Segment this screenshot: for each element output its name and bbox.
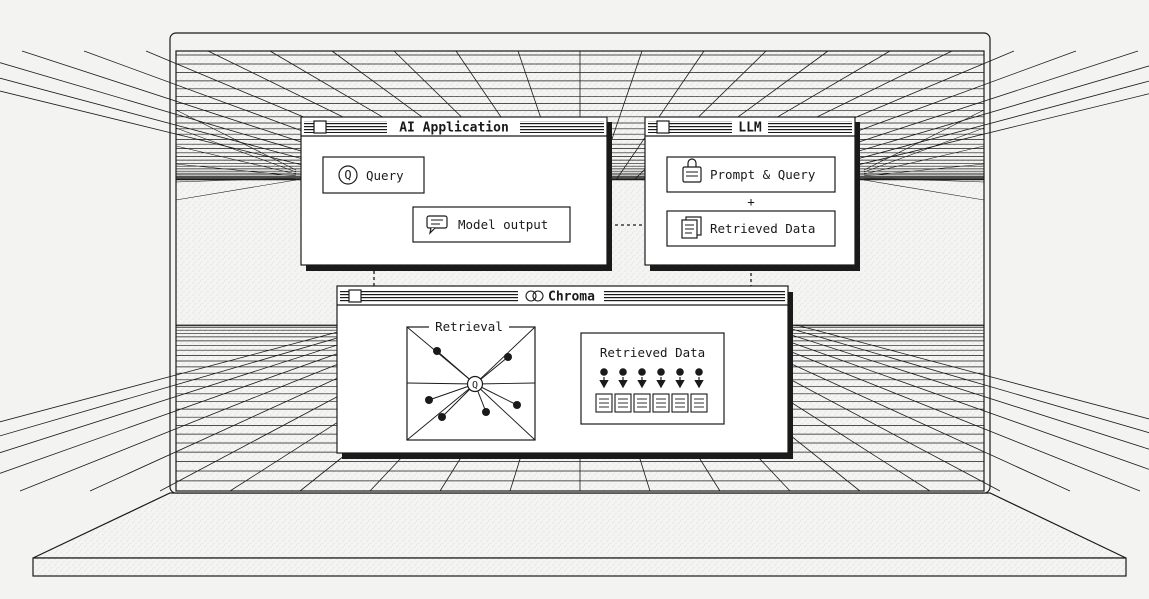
prompt-query-label: Prompt & Query [710, 167, 816, 182]
chroma-retrieved-data-panel: Retrieved Data [580, 332, 725, 425]
data-point [638, 368, 646, 376]
data-point [600, 368, 608, 376]
chroma-retrieved-data-label: Retrieved Data [600, 345, 705, 360]
chroma-logo-icon [525, 290, 544, 302]
grid-wall-line [175, 177, 297, 183]
vector-edge [428, 383, 476, 401]
grid-ray [741, 324, 1149, 470]
vector-node [433, 347, 441, 355]
plus-sign: + [747, 194, 755, 209]
data-point [676, 368, 684, 376]
query-node: Q Query [322, 156, 425, 194]
grid-ray [795, 93, 1149, 181]
window-title: Chroma [548, 290, 595, 305]
data-point [657, 368, 665, 376]
grid-wall-line [863, 177, 985, 183]
retrieval-panel: Retrieval Q [406, 319, 536, 441]
chat-bubble-icon [426, 215, 448, 235]
prompt-query-node: Prompt & Query [666, 156, 836, 193]
fan-line [474, 383, 536, 441]
data-point [619, 368, 627, 376]
stacked-documents-icon [681, 216, 702, 239]
grid-wall-line [175, 109, 297, 171]
vector-edge [436, 350, 476, 385]
grid-wall-line [863, 109, 985, 171]
llm-retrieved-data-node: Retrieved Data [666, 210, 836, 247]
grid-ray [795, 324, 1149, 420]
laptop-base [32, 492, 1127, 577]
vector-node [438, 413, 446, 421]
vector-node [425, 396, 433, 404]
grid-wall-line [175, 179, 297, 201]
fan-line [474, 382, 536, 385]
window-title: LLM [738, 121, 762, 136]
llm-retrieved-data-label: Retrieved Data [710, 221, 815, 236]
fan-line [406, 382, 476, 385]
grid-ray [0, 90, 365, 181]
vector-node [482, 408, 490, 416]
model-output-node: Model output [412, 206, 571, 243]
data-point [695, 368, 703, 376]
query-icon [338, 165, 358, 185]
model-output-label: Model output [458, 217, 548, 232]
retrieved-documents-row [595, 368, 708, 413]
grid-wall-line [175, 127, 297, 173]
chroma-window: Chroma Retrieval Q Retrieved Data [336, 285, 793, 459]
ai-application-window: AI Application Q Query Model output [300, 116, 612, 271]
grid-wall-line [175, 163, 297, 177]
grid-ray [723, 324, 1141, 492]
grid-wall-line [863, 145, 985, 175]
grid-ray [0, 324, 401, 454]
grid-wall-line [863, 127, 985, 173]
lock-document-icon [682, 158, 702, 183]
window-close-box-icon[interactable] [313, 120, 327, 134]
retrieval-label: Retrieval [435, 319, 503, 334]
grid-wall-line [175, 145, 297, 175]
window-close-box-icon[interactable] [348, 289, 362, 303]
grid-ray [759, 324, 1149, 450]
grid-ray [615, 50, 705, 181]
grid-ray [777, 324, 1149, 434]
query-icon-glyph: Q [344, 168, 351, 182]
vector-node [504, 353, 512, 361]
query-vector-node [466, 375, 484, 393]
grid-ray [0, 324, 383, 437]
grid-wall-line [863, 163, 985, 177]
query-vector-glyph: Q [472, 380, 478, 391]
vector-node [513, 401, 521, 409]
llm-window: LLM Prompt & Query + Retrieved Data [644, 116, 860, 271]
window-close-box-icon[interactable] [656, 120, 670, 134]
fan-line [406, 383, 476, 441]
window-title: AI Application [399, 121, 509, 136]
grid-wall-line [863, 179, 985, 201]
grid-ray [0, 324, 365, 423]
query-label: Query [366, 168, 404, 183]
